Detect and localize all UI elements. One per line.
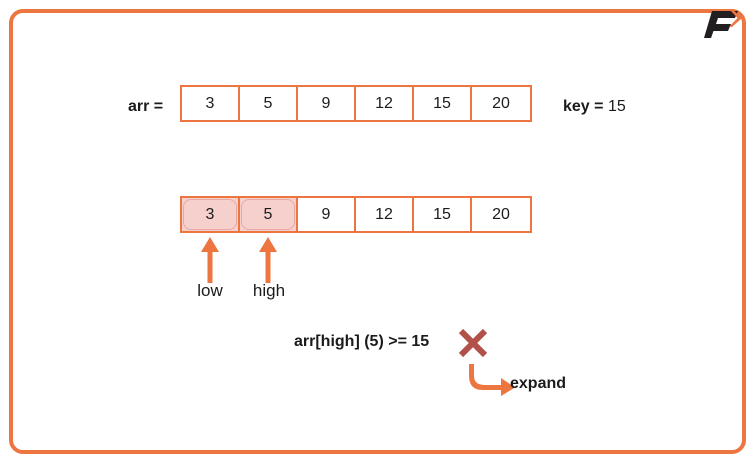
array-cell[interactable]: 20 — [472, 87, 530, 120]
array-cell-value: 15 — [433, 94, 451, 112]
array-cell-value: 20 — [492, 205, 510, 223]
array-cell-value: 5 — [263, 205, 273, 223]
array-row-window: 3 5 9 12 15 20 — [180, 196, 532, 233]
pointer-label-low: low — [197, 281, 223, 300]
array-cell[interactable]: 12 — [356, 87, 414, 120]
array-cell-value: 3 — [205, 94, 215, 112]
array-cell-value: 20 — [492, 94, 510, 112]
array-cell-value: 12 — [375, 94, 393, 112]
pointer-arrow-high — [257, 237, 279, 283]
array-cell[interactable]: 5 — [240, 87, 298, 120]
expand-label: expand — [510, 375, 567, 392]
array-cell[interactable]: 3 — [182, 87, 240, 120]
pointer-arrow-low — [199, 237, 221, 283]
array-cell-value: 3 — [205, 205, 215, 223]
array-cell-value: 9 — [321, 94, 331, 112]
array-cell[interactable]: 12 — [356, 198, 414, 231]
array-cell-value: 5 — [263, 94, 273, 112]
array-row-original: 3 5 9 12 15 20 — [180, 85, 532, 122]
array-cell-value: 9 — [321, 205, 331, 223]
key-label: key = 15 — [563, 99, 626, 115]
array-cell[interactable]: 20 — [472, 198, 530, 231]
pointer-label-high: high — [252, 281, 286, 300]
array-cell-highlighted[interactable]: 3 — [182, 198, 240, 231]
logo-f-arrow — [698, 8, 748, 42]
key-label-text: key = — [563, 98, 604, 115]
key-value: 15 — [607, 98, 626, 115]
array-cell[interactable]: 9 — [298, 87, 356, 120]
array-cell[interactable]: 15 — [414, 198, 472, 231]
array-cell[interactable]: 15 — [414, 87, 472, 120]
array-cell[interactable]: 9 — [298, 198, 356, 231]
expand-arrow-icon — [466, 362, 515, 396]
array-cell-value: 15 — [433, 205, 451, 223]
condition-text: arr[high] (5) >= 15 — [294, 333, 430, 350]
x-mark-icon — [457, 327, 489, 359]
array-label-arr: arr = — [128, 98, 164, 115]
array-cell-value: 12 — [375, 205, 393, 223]
array-cell-highlighted[interactable]: 5 — [240, 198, 298, 231]
slide-border — [9, 9, 746, 454]
